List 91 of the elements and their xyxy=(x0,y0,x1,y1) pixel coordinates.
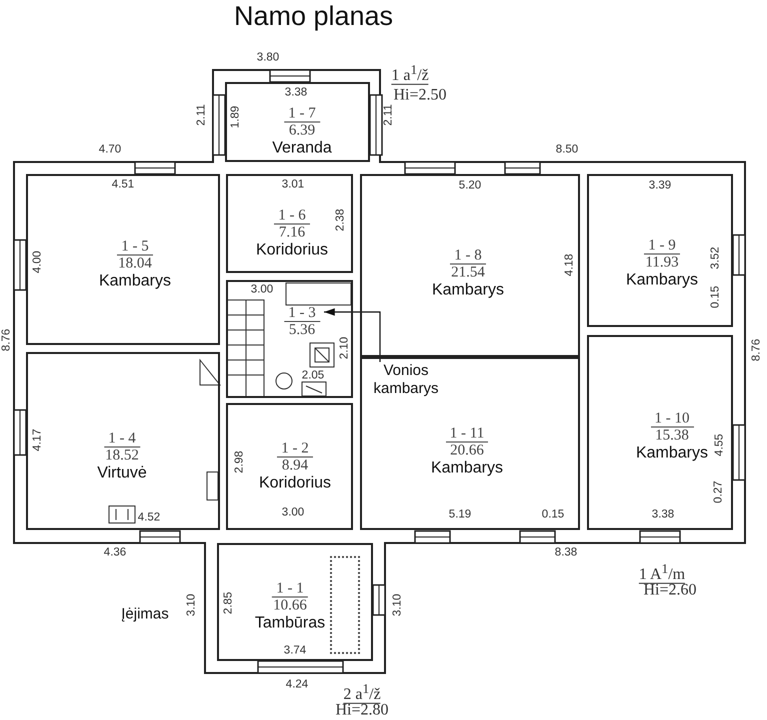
dimension-label: 3.10 xyxy=(186,594,198,616)
dimension-label: 8.38 xyxy=(554,546,578,560)
dimension-label: 8.50 xyxy=(556,144,578,156)
room-number: 1 - 2 xyxy=(277,442,313,458)
room-number: 1 - 5 xyxy=(117,240,153,256)
dimension-label: 0.15 xyxy=(710,286,722,308)
dimension-label: 2.05 xyxy=(302,370,324,382)
dimension-label: 3.01 xyxy=(282,178,304,192)
dimension-label: 4.00 xyxy=(32,250,44,274)
room-area: 10.66 xyxy=(273,598,307,614)
room-area: 7.16 xyxy=(278,224,306,240)
height-note: Hi=2.50 xyxy=(393,86,447,104)
room-area: 18.04 xyxy=(118,256,152,272)
room-name: Kambarys xyxy=(432,280,504,300)
room-number: 1 - 3 xyxy=(284,306,320,322)
dimension-label: 2.11 xyxy=(382,104,396,126)
dimension-label: 2.11 xyxy=(196,104,208,126)
height-note: 2 a$^{1}$/ž xyxy=(343,680,381,704)
room-area: 20.66 xyxy=(450,442,484,458)
dimension-label: 8.76 xyxy=(0,328,14,352)
room xyxy=(587,174,733,327)
dimension-label: 4.55 xyxy=(714,434,726,456)
dimension-label: 0.27 xyxy=(712,480,726,504)
dimension-label: 2.85 xyxy=(222,592,236,614)
room-area: 6.39 xyxy=(288,122,316,138)
room xyxy=(360,174,580,357)
room xyxy=(225,82,370,162)
dimension-label: 3.52 xyxy=(710,246,722,270)
dotted-rectangle xyxy=(330,556,360,654)
title: Namo planas xyxy=(232,0,394,32)
leader-arrow xyxy=(324,308,381,362)
room-number: 1 - 9 xyxy=(644,238,680,254)
room-number: 1 - 10 xyxy=(650,412,694,428)
room-area: 18.52 xyxy=(105,448,139,464)
room xyxy=(26,352,220,530)
height-note: Hi=2.60 xyxy=(643,582,697,598)
room-number: 1 - 8 xyxy=(450,248,486,264)
height-note: 1 a$^{1}$/ž xyxy=(391,60,429,86)
dimension-label: 3.38 xyxy=(652,508,674,522)
room-name: Kambarys xyxy=(626,270,698,290)
dimension-label: 4.51 xyxy=(112,178,134,192)
room-name: Kambarys xyxy=(636,444,708,462)
dimension-label: 3.38 xyxy=(284,86,308,100)
dimension-label: 4.24 xyxy=(286,678,308,692)
entrance-label: Įėjimas xyxy=(121,608,169,620)
dimension-label: 8.76 xyxy=(750,338,764,362)
dimension-label: 0.15 xyxy=(542,508,564,522)
dimension-label: 4.18 xyxy=(564,254,576,276)
room xyxy=(587,335,733,530)
dimension-label: 3.74 xyxy=(284,644,306,658)
room-area: 15.38 xyxy=(655,428,689,444)
dimension-label: 2.38 xyxy=(334,208,348,232)
room-name: Virtuvė xyxy=(97,464,147,482)
room xyxy=(26,174,220,345)
dimension-label: 5.19 xyxy=(448,508,472,522)
room-area: 21.54 xyxy=(451,264,485,280)
room xyxy=(217,543,373,661)
dimension-label: 1.89 xyxy=(230,106,242,128)
room-name: Veranda xyxy=(272,138,332,158)
dimension-label: 4.17 xyxy=(32,428,44,452)
room-number: 1 - 4 xyxy=(104,432,140,448)
room-name: Tambūras xyxy=(254,614,326,632)
room-name: Kambarys xyxy=(430,458,504,478)
dimension-label: 5.20 xyxy=(458,180,482,192)
room-name: Koridorius xyxy=(258,474,332,492)
room-number: 1 - 6 xyxy=(274,208,310,224)
room-number: 1 - 1 xyxy=(272,582,308,598)
room-area: 8.94 xyxy=(282,458,308,474)
dimension-label: 3.80 xyxy=(256,52,280,64)
room xyxy=(226,280,353,398)
height-note: 1 A$^{1}$/m xyxy=(638,560,686,584)
room-number: 1 - 7 xyxy=(284,106,320,122)
dimension-label: 4.36 xyxy=(104,546,126,560)
height-note: Hi=2.80 xyxy=(335,702,389,718)
room-area: 11.93 xyxy=(645,254,679,270)
dimension-label: 4.70 xyxy=(98,144,122,156)
dimension-label: 3.10 xyxy=(392,594,404,616)
room xyxy=(226,174,353,273)
room xyxy=(226,403,353,530)
room-area: 5.36 xyxy=(288,322,316,338)
room-name: Koridorius xyxy=(256,240,328,260)
room xyxy=(360,357,580,530)
room-name: Kambarys xyxy=(98,272,172,290)
dimension-label: 4.52 xyxy=(138,512,160,524)
dimension-label: 3.00 xyxy=(250,284,274,296)
dimension-label: 2.10 xyxy=(338,336,352,360)
callout-text: Vonios kambarys xyxy=(366,362,446,398)
room-number: 1 - 11 xyxy=(446,426,488,442)
dimension-label: 3.39 xyxy=(648,180,672,192)
dimension-label: 3.00 xyxy=(282,506,304,520)
dimension-label: 2.98 xyxy=(234,450,246,474)
